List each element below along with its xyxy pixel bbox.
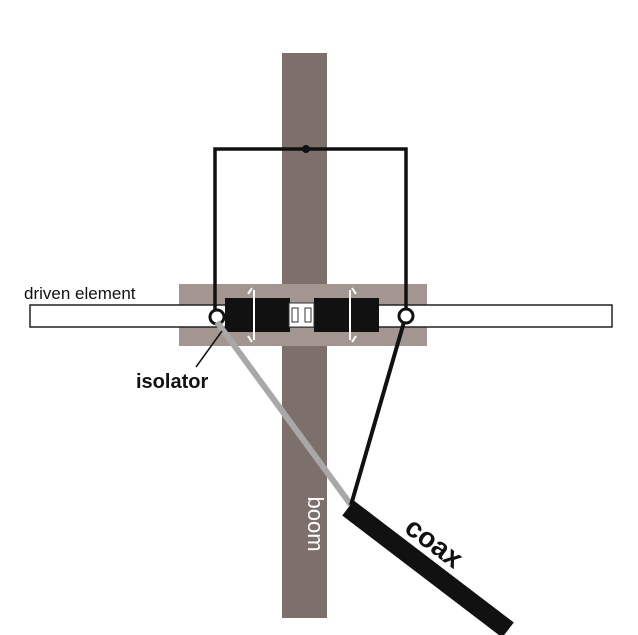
shield-wire [214,320,354,507]
driven-element-label: driven element [24,284,136,303]
terminal-left [208,308,226,326]
gap-insert-left [291,307,299,323]
terminal-right [397,307,415,325]
clamp-block-left [225,298,290,332]
hairpin-center-point [302,145,310,153]
u-bolt-right [349,287,357,343]
u-bolt-left [247,287,255,343]
clamp-block-right [314,298,379,332]
coax-cable [342,500,514,635]
isolator-leader-line [195,330,223,368]
hairpin-loop [213,147,408,316]
boom-label: boom [303,496,328,551]
isolator-label: isolator [136,371,208,393]
gap-insert-right [304,307,312,323]
center-wire [349,321,406,506]
